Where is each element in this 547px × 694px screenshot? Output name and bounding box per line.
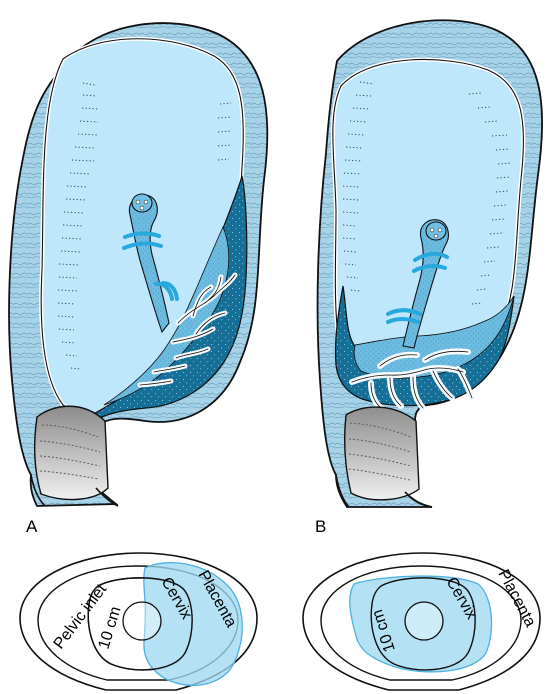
cervical-os-a: [123, 602, 161, 640]
panel-label-a: A: [26, 517, 38, 536]
label-placenta-b: Placenta: [494, 567, 538, 630]
pelvic-inlet-diagram-a: Pelvic inlet 10 cm Cervix Placenta: [20, 553, 257, 690]
pelvic-inlet-diagram-b: 10 cm Cervix Placenta: [303, 553, 540, 690]
uterus-panel-a: [9, 23, 267, 506]
uterus-panel-b: [318, 20, 543, 507]
cervix-b: [345, 407, 419, 500]
panel-label-b: B: [315, 517, 326, 536]
cervical-os-b: [405, 602, 443, 640]
cervix-a: [35, 406, 108, 499]
